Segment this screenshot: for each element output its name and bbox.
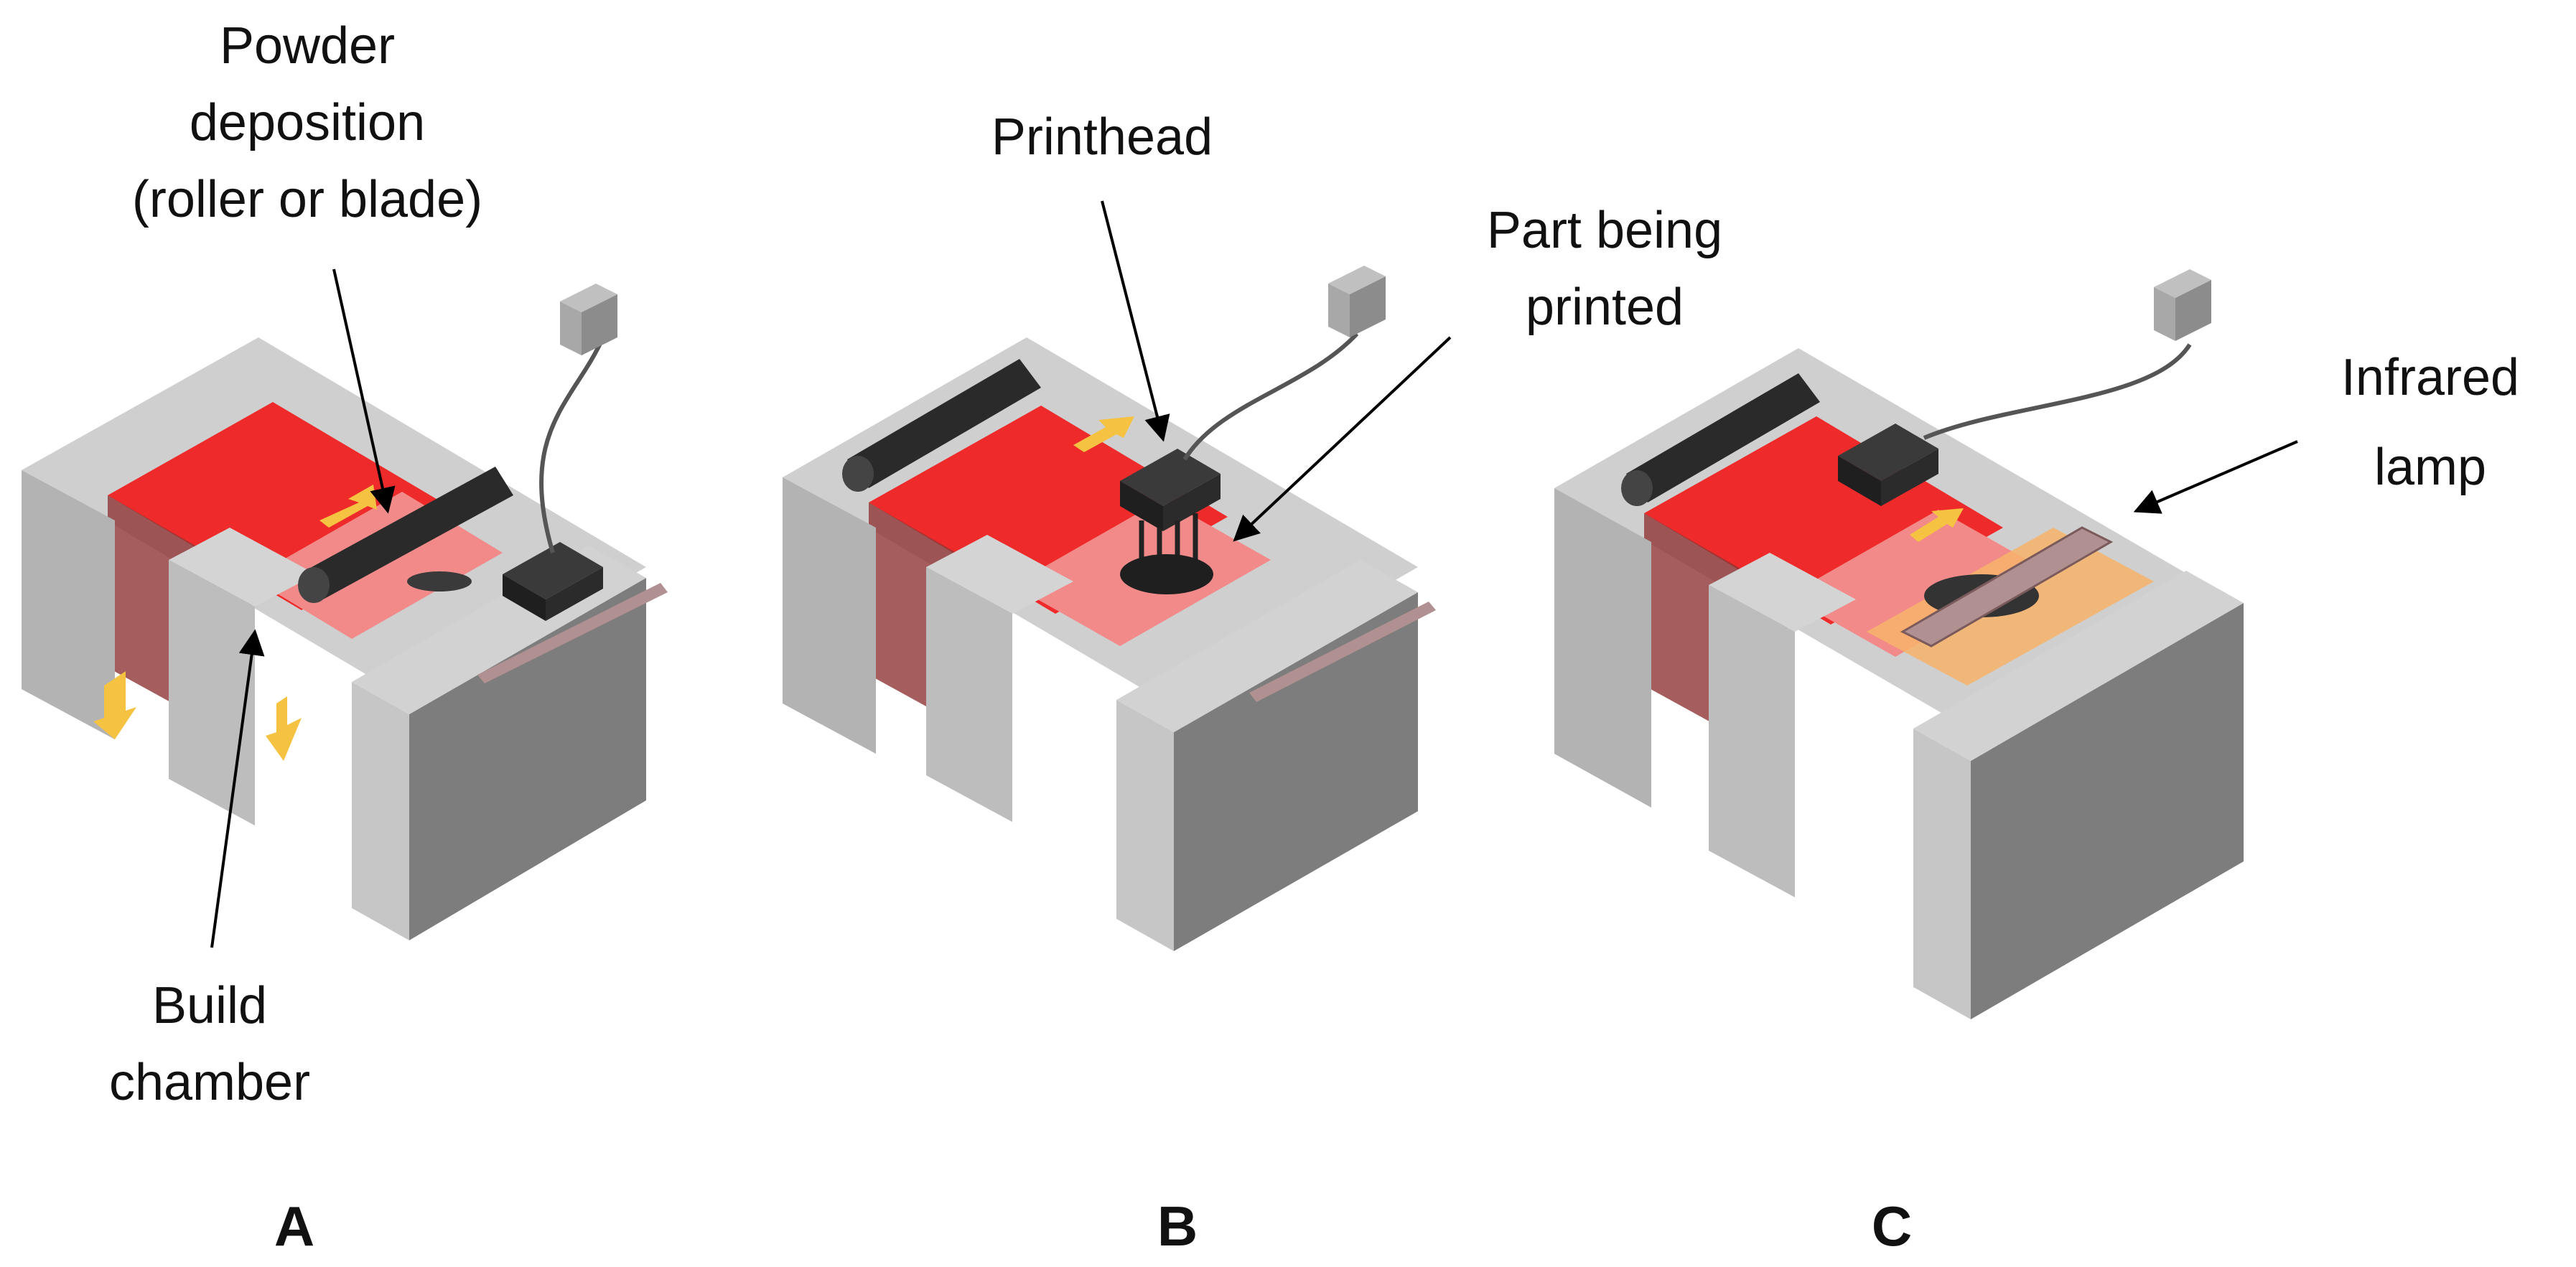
powder-build-bed <box>1788 510 2046 657</box>
lamp-bar <box>1900 526 2114 647</box>
label-infrared-lamp-line2: lamp <box>2374 439 2486 496</box>
printhead-cable <box>539 336 605 553</box>
printhead <box>503 542 603 621</box>
right-block-side <box>1174 592 1418 951</box>
panel-label-a: A <box>274 1194 314 1258</box>
wall-box <box>2154 269 2211 341</box>
printhead-arrow <box>1101 200 1170 442</box>
middle-block-top <box>169 528 316 607</box>
label-printhead: Printhead <box>991 108 1213 166</box>
movement-arrows <box>1073 416 1134 452</box>
build-chamber-arrow <box>210 629 265 948</box>
wall-box <box>560 284 617 355</box>
part <box>1120 554 1213 594</box>
panel-label-c: C <box>1872 1194 1912 1258</box>
printhead-cable <box>1182 332 1359 461</box>
label-build-chamber-line2: chamber <box>109 1054 310 1111</box>
movement-arrows <box>1910 508 1964 542</box>
right-block-top <box>1116 560 1418 732</box>
right-block-side <box>1971 603 2244 1019</box>
movement-arrows <box>93 485 377 761</box>
label-infrared-lamp-line1: Infrared <box>2341 349 2519 406</box>
printhead <box>1838 424 1938 506</box>
label-part-being-printed-line1: Part being <box>1487 202 1722 259</box>
left-block-front <box>1554 488 1651 808</box>
roller <box>842 359 1041 492</box>
middle-block-top <box>926 535 1073 614</box>
label-powder-deposition-line2: deposition <box>190 94 425 151</box>
left-block-front <box>783 477 876 754</box>
lamp-bar <box>477 583 668 683</box>
right-block-side <box>409 578 646 940</box>
label-powder-deposition-line3: (roller or blade) <box>132 171 482 228</box>
roller <box>298 467 513 603</box>
middle-block-front <box>1709 585 1795 897</box>
label-part-being-printed-line2: printed <box>1526 279 1684 336</box>
middle-block-front <box>926 567 1012 822</box>
middle-block-top <box>1709 553 1856 632</box>
panel-a-machine <box>22 284 668 940</box>
panel-b-machine <box>783 266 1436 951</box>
right-block-front <box>1116 700 1174 951</box>
middle-block-front <box>169 560 255 826</box>
right-block-top <box>1913 571 2244 761</box>
label-powder-deposition-line1: Powder <box>220 17 395 75</box>
part <box>407 571 472 592</box>
infrared-lamp-arrow <box>2133 440 2298 514</box>
panel-c-machine <box>1554 269 2244 1019</box>
lamp-bar <box>1249 602 1436 702</box>
right-block-front <box>352 682 409 940</box>
left-block-front <box>22 470 115 739</box>
wall-box <box>1328 266 1386 337</box>
panel-label-b: B <box>1157 1194 1198 1258</box>
right-block-front <box>1913 729 1971 1019</box>
powder-deposition-arrow <box>332 268 396 514</box>
printhead-cable <box>1923 343 2192 440</box>
label-build-chamber-line1: Build <box>152 977 267 1034</box>
part-being-printed-arrow <box>1233 336 1452 542</box>
roller <box>1621 373 1820 506</box>
